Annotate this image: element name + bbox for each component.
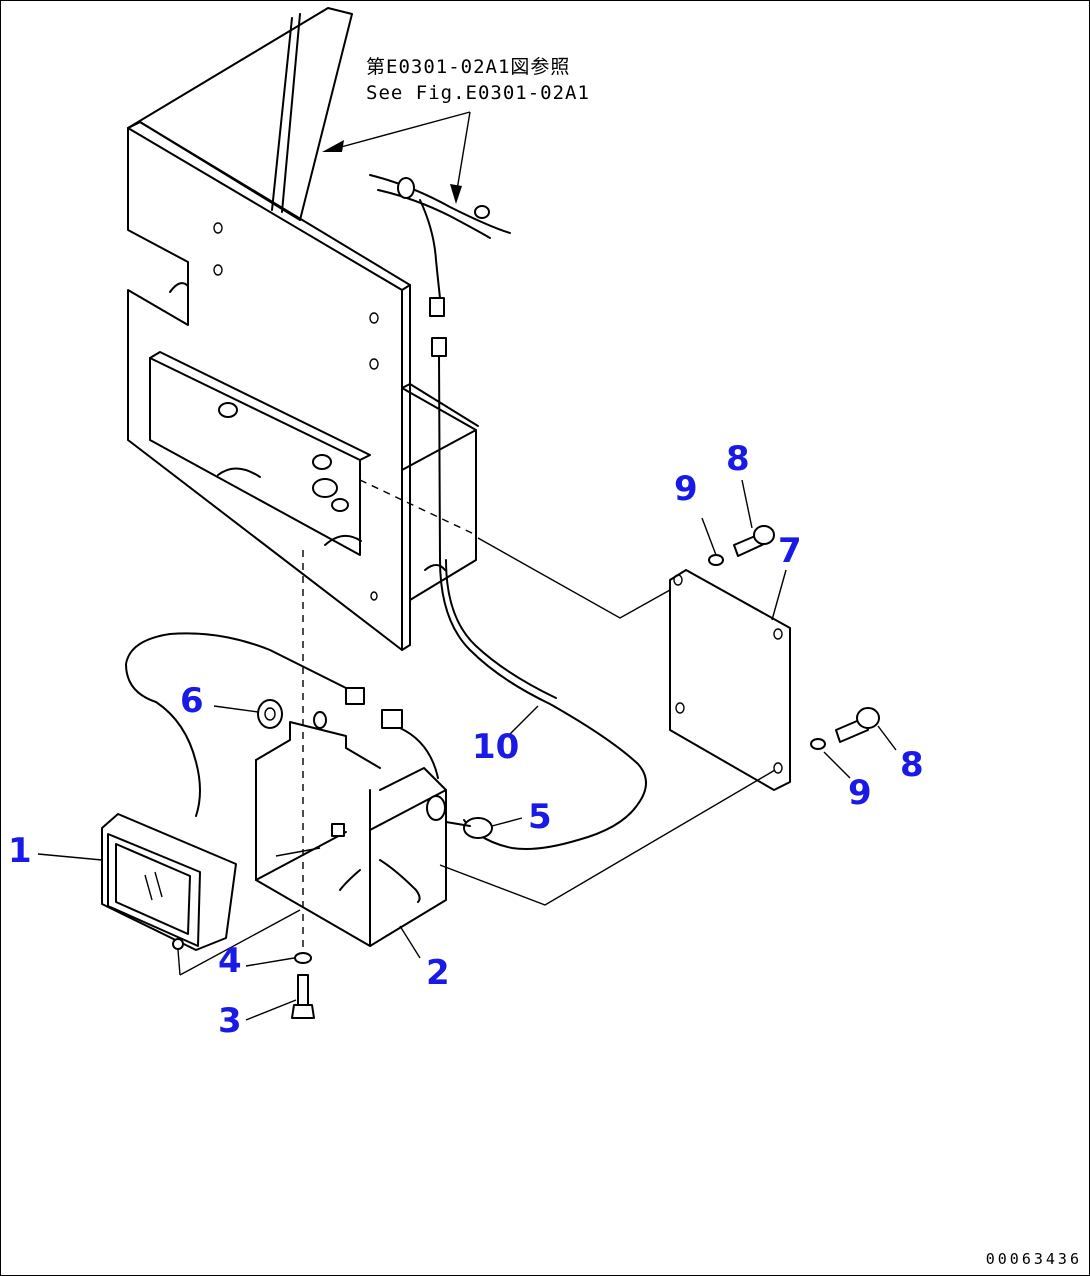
callout-6: 6 (180, 681, 204, 721)
callout-5: 5 (528, 797, 552, 837)
callout-10: 10 (472, 727, 520, 767)
callout-8-lower: 8 (900, 745, 924, 785)
callout-3: 3 (218, 1001, 242, 1041)
mounting-bracket (127, 7, 479, 651)
callout-1: 1 (8, 831, 32, 871)
drawing-number: 00063436 (985, 1250, 1082, 1268)
callout-8-upper: 8 (726, 439, 750, 479)
reference-note-en: See Fig.E0301-02A1 (366, 82, 590, 104)
reference-arrows (322, 111, 471, 204)
callout-2: 2 (426, 953, 450, 993)
cover-plate (439, 537, 791, 906)
bolt-and-washer (291, 550, 315, 1019)
wiring-harness-top (369, 174, 647, 850)
callout-4: 4 (218, 941, 242, 981)
reference-note-ja: 第E0301-02A1図参照 (366, 56, 571, 78)
callout-9-upper: 9 (674, 469, 698, 509)
grommet-6 (257, 699, 283, 729)
lamp-bracket (255, 711, 447, 947)
washers-and-bolts (701, 517, 880, 750)
work-lamp (101, 813, 301, 976)
lamp-wiring (125, 632, 493, 839)
callout-leaders (37, 479, 897, 1021)
callout-9-lower: 9 (848, 773, 872, 813)
callout-7: 7 (778, 531, 802, 571)
